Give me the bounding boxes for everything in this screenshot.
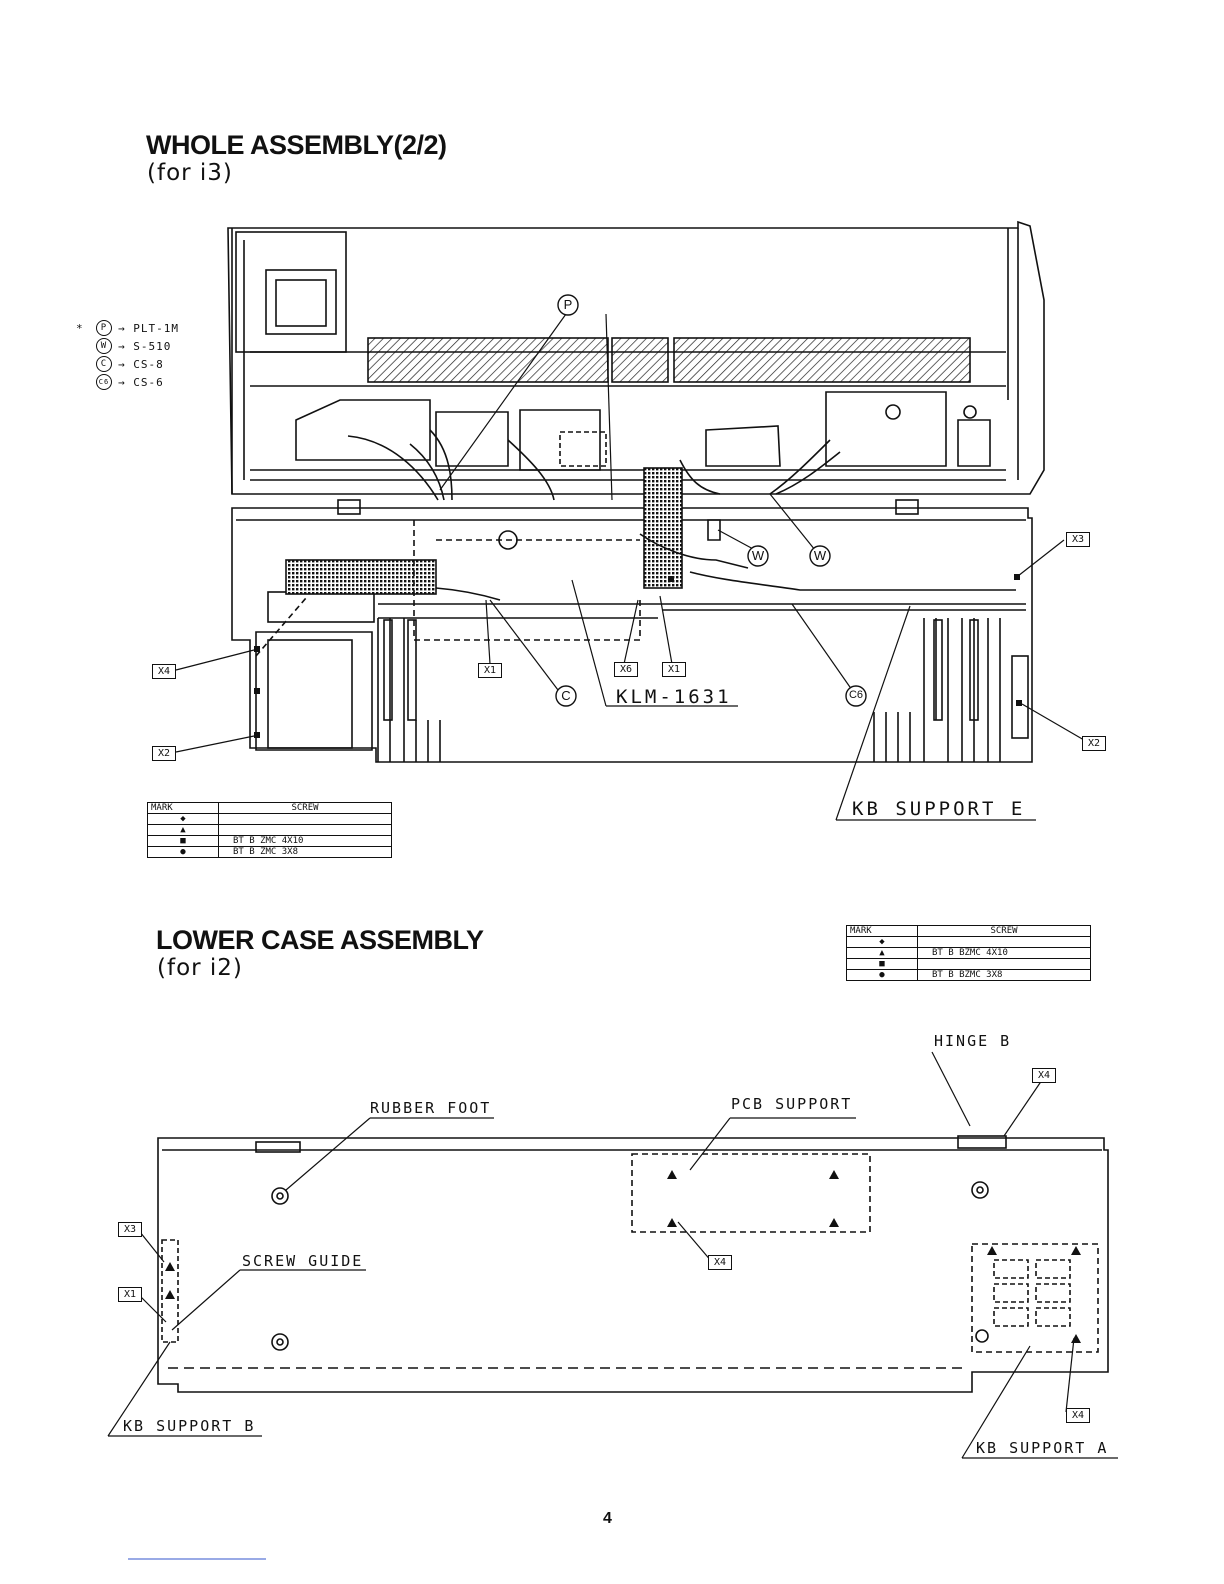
klm-1631-label: KLM-1631 bbox=[616, 686, 732, 708]
callout-c-circle bbox=[555, 685, 577, 707]
table-row: ●BT B ZMC 3X8 bbox=[147, 846, 392, 858]
callout-c6-circle bbox=[845, 685, 867, 707]
table-row: ▲ bbox=[147, 824, 392, 836]
tag-x2-right: X2 bbox=[1082, 736, 1106, 751]
kb-support-e-label: KB SUPPORT E bbox=[852, 798, 1026, 820]
section1-title: WHOLE ASSEMBLY(2/2) bbox=[146, 130, 447, 160]
lower-case-assembly-i2 bbox=[107, 1051, 1118, 1459]
page-number: 4 bbox=[603, 1510, 612, 1527]
tag-x4-pcb: X4 bbox=[708, 1255, 732, 1270]
callout-w1: W bbox=[751, 548, 765, 563]
callout-c: C bbox=[561, 688, 571, 703]
kb-support-b-label: KB SUPPORT B bbox=[123, 1417, 256, 1435]
keybed-keys bbox=[377, 618, 1029, 762]
c6-mark-icon: C6 bbox=[96, 374, 112, 390]
legend-row-p: * P → PLT-1M bbox=[76, 320, 179, 336]
section1-leaders bbox=[175, 313, 1085, 821]
table-row: ■BT B ZMC 4X10 bbox=[147, 835, 392, 847]
header-screw: SCREW bbox=[917, 925, 1091, 937]
tag-x4: X4 bbox=[152, 664, 176, 679]
tag-x4-hinge: X4 bbox=[1032, 1068, 1056, 1083]
header-mark: MARK bbox=[846, 925, 918, 937]
tag-x6: X6 bbox=[614, 662, 638, 677]
section2-title: LOWER CASE ASSEMBLY bbox=[156, 925, 484, 955]
kb-support-a-label: KB SUPPORT A bbox=[976, 1439, 1109, 1457]
section1-subtitle: (for i3) bbox=[147, 160, 233, 186]
table-row: ■ bbox=[846, 958, 1091, 970]
section2-subtitle: (for i2) bbox=[157, 955, 243, 981]
tag-x1-left: X1 bbox=[478, 663, 502, 678]
callout-w1-circle bbox=[747, 545, 769, 567]
header-screw: SCREW bbox=[218, 802, 392, 814]
tag-x3-guide: X3 bbox=[118, 1222, 142, 1237]
tag-x3: X3 bbox=[1066, 532, 1090, 547]
tag-x4-kb-a: X4 bbox=[1066, 1408, 1090, 1423]
callout-c6: C6 bbox=[848, 689, 864, 701]
callout-w2: W bbox=[813, 548, 827, 563]
screw-guide-label: SCREW GUIDE bbox=[242, 1252, 364, 1270]
p-mark-icon: P bbox=[96, 320, 112, 336]
screw-table-1: MARK SCREW ◆ ▲ ■BT B ZMC 4X10 ●BT B ZMC … bbox=[147, 802, 392, 858]
legend-row-c: C → CS-8 bbox=[76, 356, 179, 372]
legend-row-w: W → S-510 bbox=[76, 338, 179, 354]
tag-x1-right: X1 bbox=[662, 662, 686, 677]
screw-marks bbox=[165, 574, 1081, 1343]
w-mark-icon: W bbox=[96, 338, 112, 354]
c-mark-icon: C bbox=[96, 356, 112, 372]
top-panel bbox=[227, 220, 1045, 501]
header-mark: MARK bbox=[147, 802, 219, 814]
legend-row-c6: C6 → CS-6 bbox=[76, 374, 179, 390]
pcb-support-label: PCB SUPPORT bbox=[731, 1095, 853, 1113]
table-row: ●BT B BZMC 3X8 bbox=[846, 969, 1091, 981]
callout-p: P bbox=[563, 297, 573, 312]
tag-x2-left: X2 bbox=[152, 746, 176, 761]
hinge-b-label: HINGE B bbox=[934, 1032, 1012, 1050]
rubber-foot-label: RUBBER FOOT bbox=[370, 1099, 492, 1117]
table-row: ▲BT B BZMC 4X10 bbox=[846, 947, 1091, 959]
lower-case-main bbox=[231, 467, 1033, 763]
screw-table-2: MARK SCREW ◆ ▲BT B BZMC 4X10 ■ ●BT B BZM… bbox=[846, 925, 1091, 981]
table-row: ◆ bbox=[147, 813, 392, 825]
table-row: ◆ bbox=[846, 936, 1091, 948]
callout-w2-circle bbox=[809, 545, 831, 567]
tag-x1-guide: X1 bbox=[118, 1287, 142, 1302]
part-legend: * P → PLT-1M W → S-510 C → CS-8 C6 → CS-… bbox=[76, 320, 179, 390]
callout-p-circle bbox=[557, 294, 579, 316]
